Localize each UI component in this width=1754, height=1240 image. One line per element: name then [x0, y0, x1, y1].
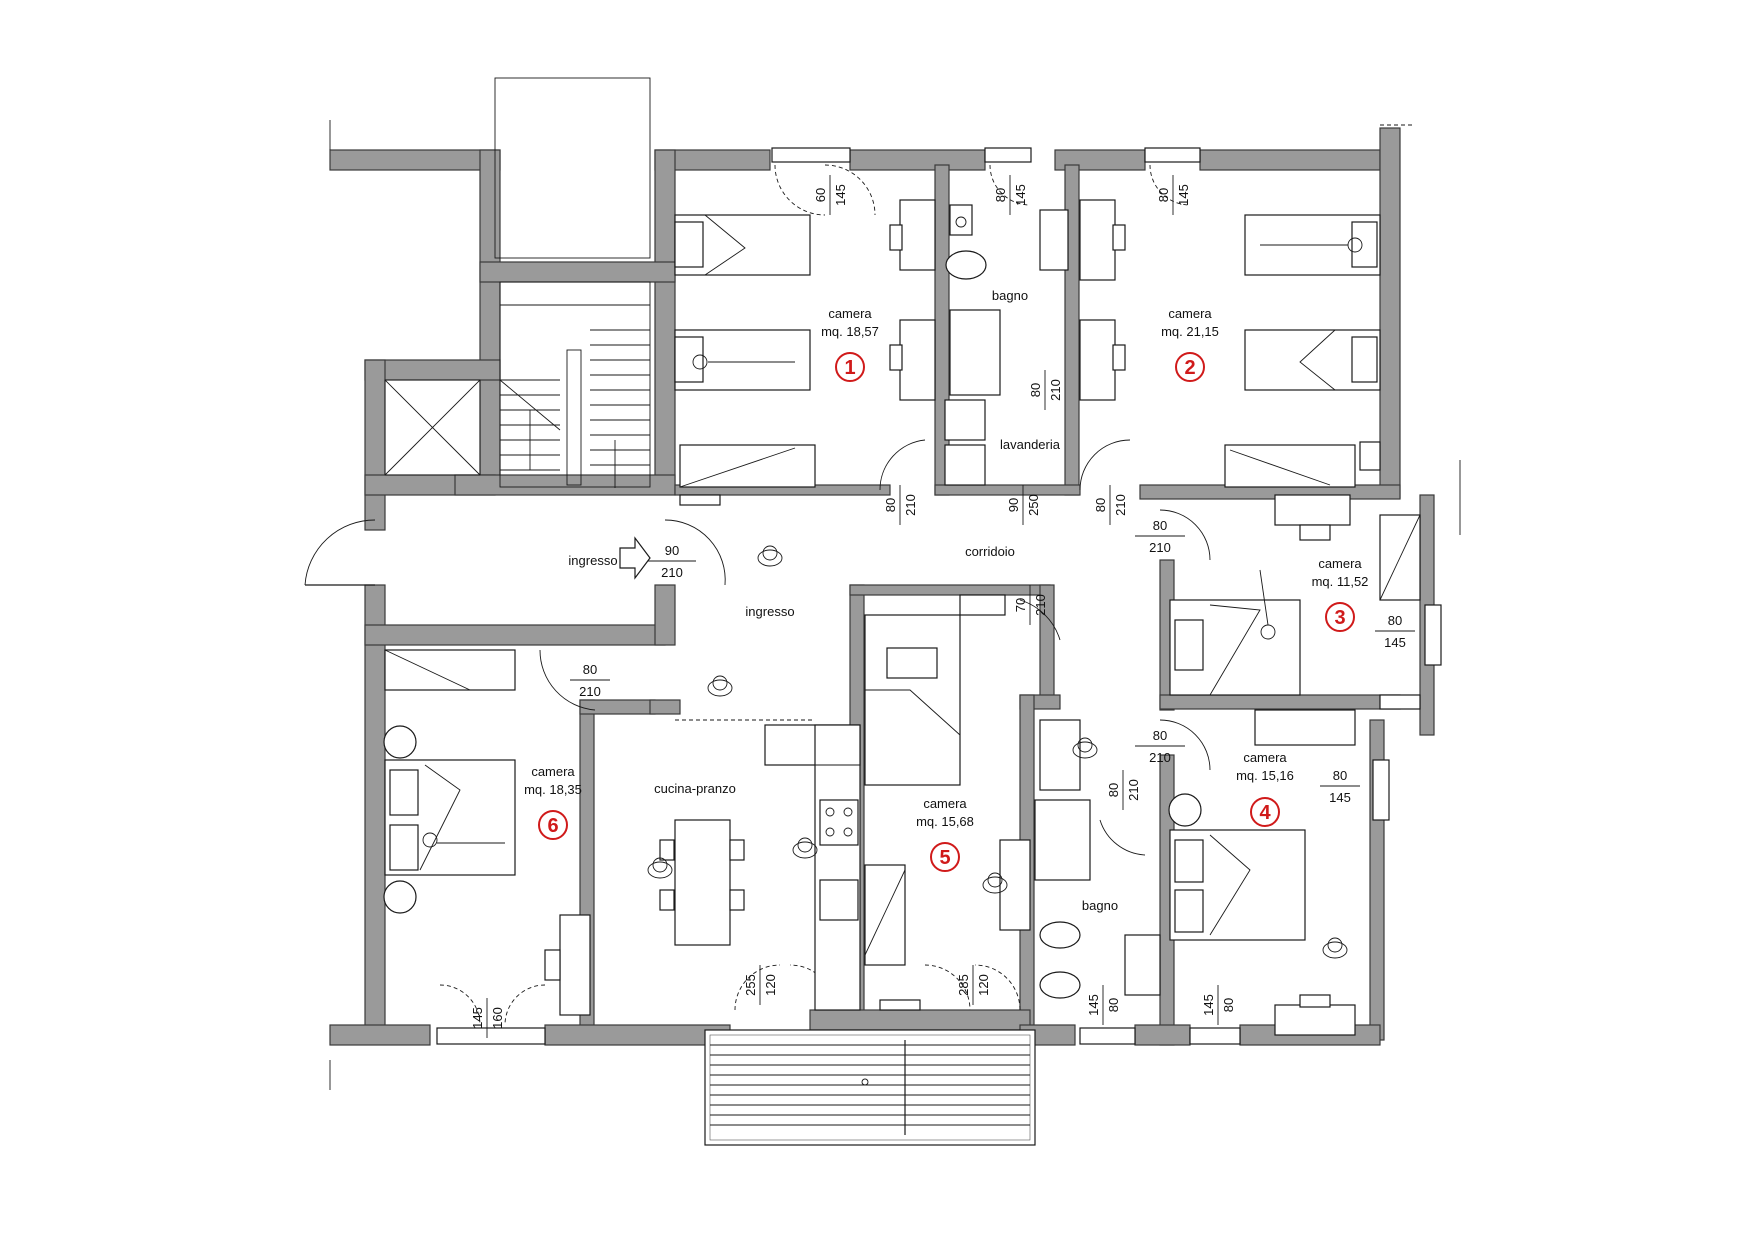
- dim-lav-height: 250: [1026, 494, 1041, 516]
- entrance-arrow-icon: [619, 536, 651, 580]
- dim-wk-width: 120: [763, 974, 778, 996]
- dim-w4-width: 80: [1333, 768, 1347, 783]
- room6-label: camera: [531, 764, 575, 779]
- room5-number-circle: [930, 842, 960, 872]
- room2-area: mq. 21,15: [1161, 324, 1219, 339]
- vertical-dimensions: 80 210 90 250 80 210 70 210 80 210 60 14…: [470, 175, 1236, 1038]
- dim-r3-door-width: 80: [1153, 518, 1167, 533]
- dim-w5-height: 285: [956, 974, 971, 996]
- dim-wbb-height: 145: [1086, 994, 1101, 1016]
- room2-number: 2: [1184, 357, 1195, 379]
- dim-r2-door-height: 210: [1113, 494, 1128, 516]
- dim-lav-width: 90: [1006, 498, 1021, 512]
- doors: [304, 164, 1211, 1026]
- dim-w3-width: 80: [1388, 613, 1402, 628]
- room3-area: mq. 11,52: [1312, 574, 1369, 589]
- dim-w1-height: 145: [833, 184, 848, 206]
- dim-r2-door-width: 80: [1093, 498, 1108, 512]
- ingresso-arrow-label: ingresso: [568, 553, 617, 568]
- people-figures: [422, 237, 1363, 959]
- room3-number: 3: [1334, 607, 1345, 629]
- room1-number-circle: [835, 352, 865, 382]
- dim-r6-door-width: 80: [583, 662, 597, 677]
- dim-w4-height: 145: [1329, 790, 1351, 805]
- staircase: [499, 281, 651, 488]
- dim-w2-width: 80: [1156, 188, 1171, 202]
- room2-number-circle: [1175, 352, 1205, 382]
- stair-tower-box: [494, 77, 651, 259]
- room3-label: camera: [1318, 556, 1362, 571]
- dim-r6-door-height: 210: [579, 684, 601, 699]
- dim-wb-width: 80: [993, 188, 1008, 202]
- dim-w6-height: 145: [470, 1007, 485, 1029]
- room4-label: camera: [1243, 750, 1287, 765]
- lift: [384, 379, 481, 476]
- dim-bb-door-width: 80: [1106, 783, 1121, 797]
- dim-r3-door-height: 210: [1149, 540, 1171, 555]
- dim-w4b-width: 80: [1221, 998, 1236, 1012]
- dim-bb-door-height: 210: [1126, 779, 1141, 801]
- dim-wk-height: 255: [743, 974, 758, 996]
- dim-wb-height: 145: [1013, 184, 1028, 206]
- room1-area: mq. 18,57: [821, 324, 879, 339]
- dim-w5-width: 120: [976, 974, 991, 996]
- room4-number-circle: [1250, 797, 1280, 827]
- corridoio-label: corridoio: [965, 544, 1015, 559]
- dim-w1-width: 60: [813, 188, 828, 202]
- dim-ingresso-width: 90: [665, 543, 679, 558]
- dim-shower-width: 80: [1028, 383, 1043, 397]
- dim-w3-height: 145: [1384, 635, 1406, 650]
- room1-number: 1: [844, 357, 855, 379]
- dim-r4-door-width: 80: [1153, 728, 1167, 743]
- bagno-top-label: bagno: [992, 288, 1028, 303]
- dim-ingresso-height: 210: [661, 565, 683, 580]
- room6-number: 6: [547, 815, 558, 837]
- dim-r5-door-height: 210: [1033, 594, 1048, 616]
- room6-number-circle: [538, 810, 568, 840]
- room5-number: 5: [939, 847, 950, 869]
- site-lines: [329, 120, 1461, 1090]
- bagno-bottom-label: bagno: [1082, 898, 1118, 913]
- room4-area: mq. 15,16: [1236, 768, 1294, 783]
- balcony: [704, 1029, 1036, 1146]
- ingresso-room-label: ingresso: [745, 604, 794, 619]
- dim-r1-door-height: 210: [903, 494, 918, 516]
- furniture: [383, 199, 1421, 1036]
- dim-w6-width: 160: [490, 1007, 505, 1029]
- room1-label: camera: [828, 306, 872, 321]
- dim-w2-height: 145: [1176, 184, 1191, 206]
- room5-area: mq. 15,68: [916, 814, 974, 829]
- dim-r5-door-width: 70: [1013, 598, 1028, 612]
- cucina-label: cucina-pranzo: [654, 781, 736, 796]
- room4-number: 4: [1259, 802, 1271, 824]
- windows: [436, 147, 1442, 1045]
- room2-label: camera: [1168, 306, 1212, 321]
- dim-wbb-width: 80: [1106, 998, 1121, 1012]
- dim-r1-door-width: 80: [883, 498, 898, 512]
- room3-number-circle: [1325, 602, 1355, 632]
- dim-w4b-height: 145: [1201, 994, 1216, 1016]
- room5-label: camera: [923, 796, 967, 811]
- dim-shower-height: 210: [1048, 379, 1063, 401]
- dim-r4-door-height: 210: [1149, 750, 1171, 765]
- room6-area: mq. 18,35: [524, 782, 582, 797]
- lavanderia-label: lavanderia: [1000, 437, 1061, 452]
